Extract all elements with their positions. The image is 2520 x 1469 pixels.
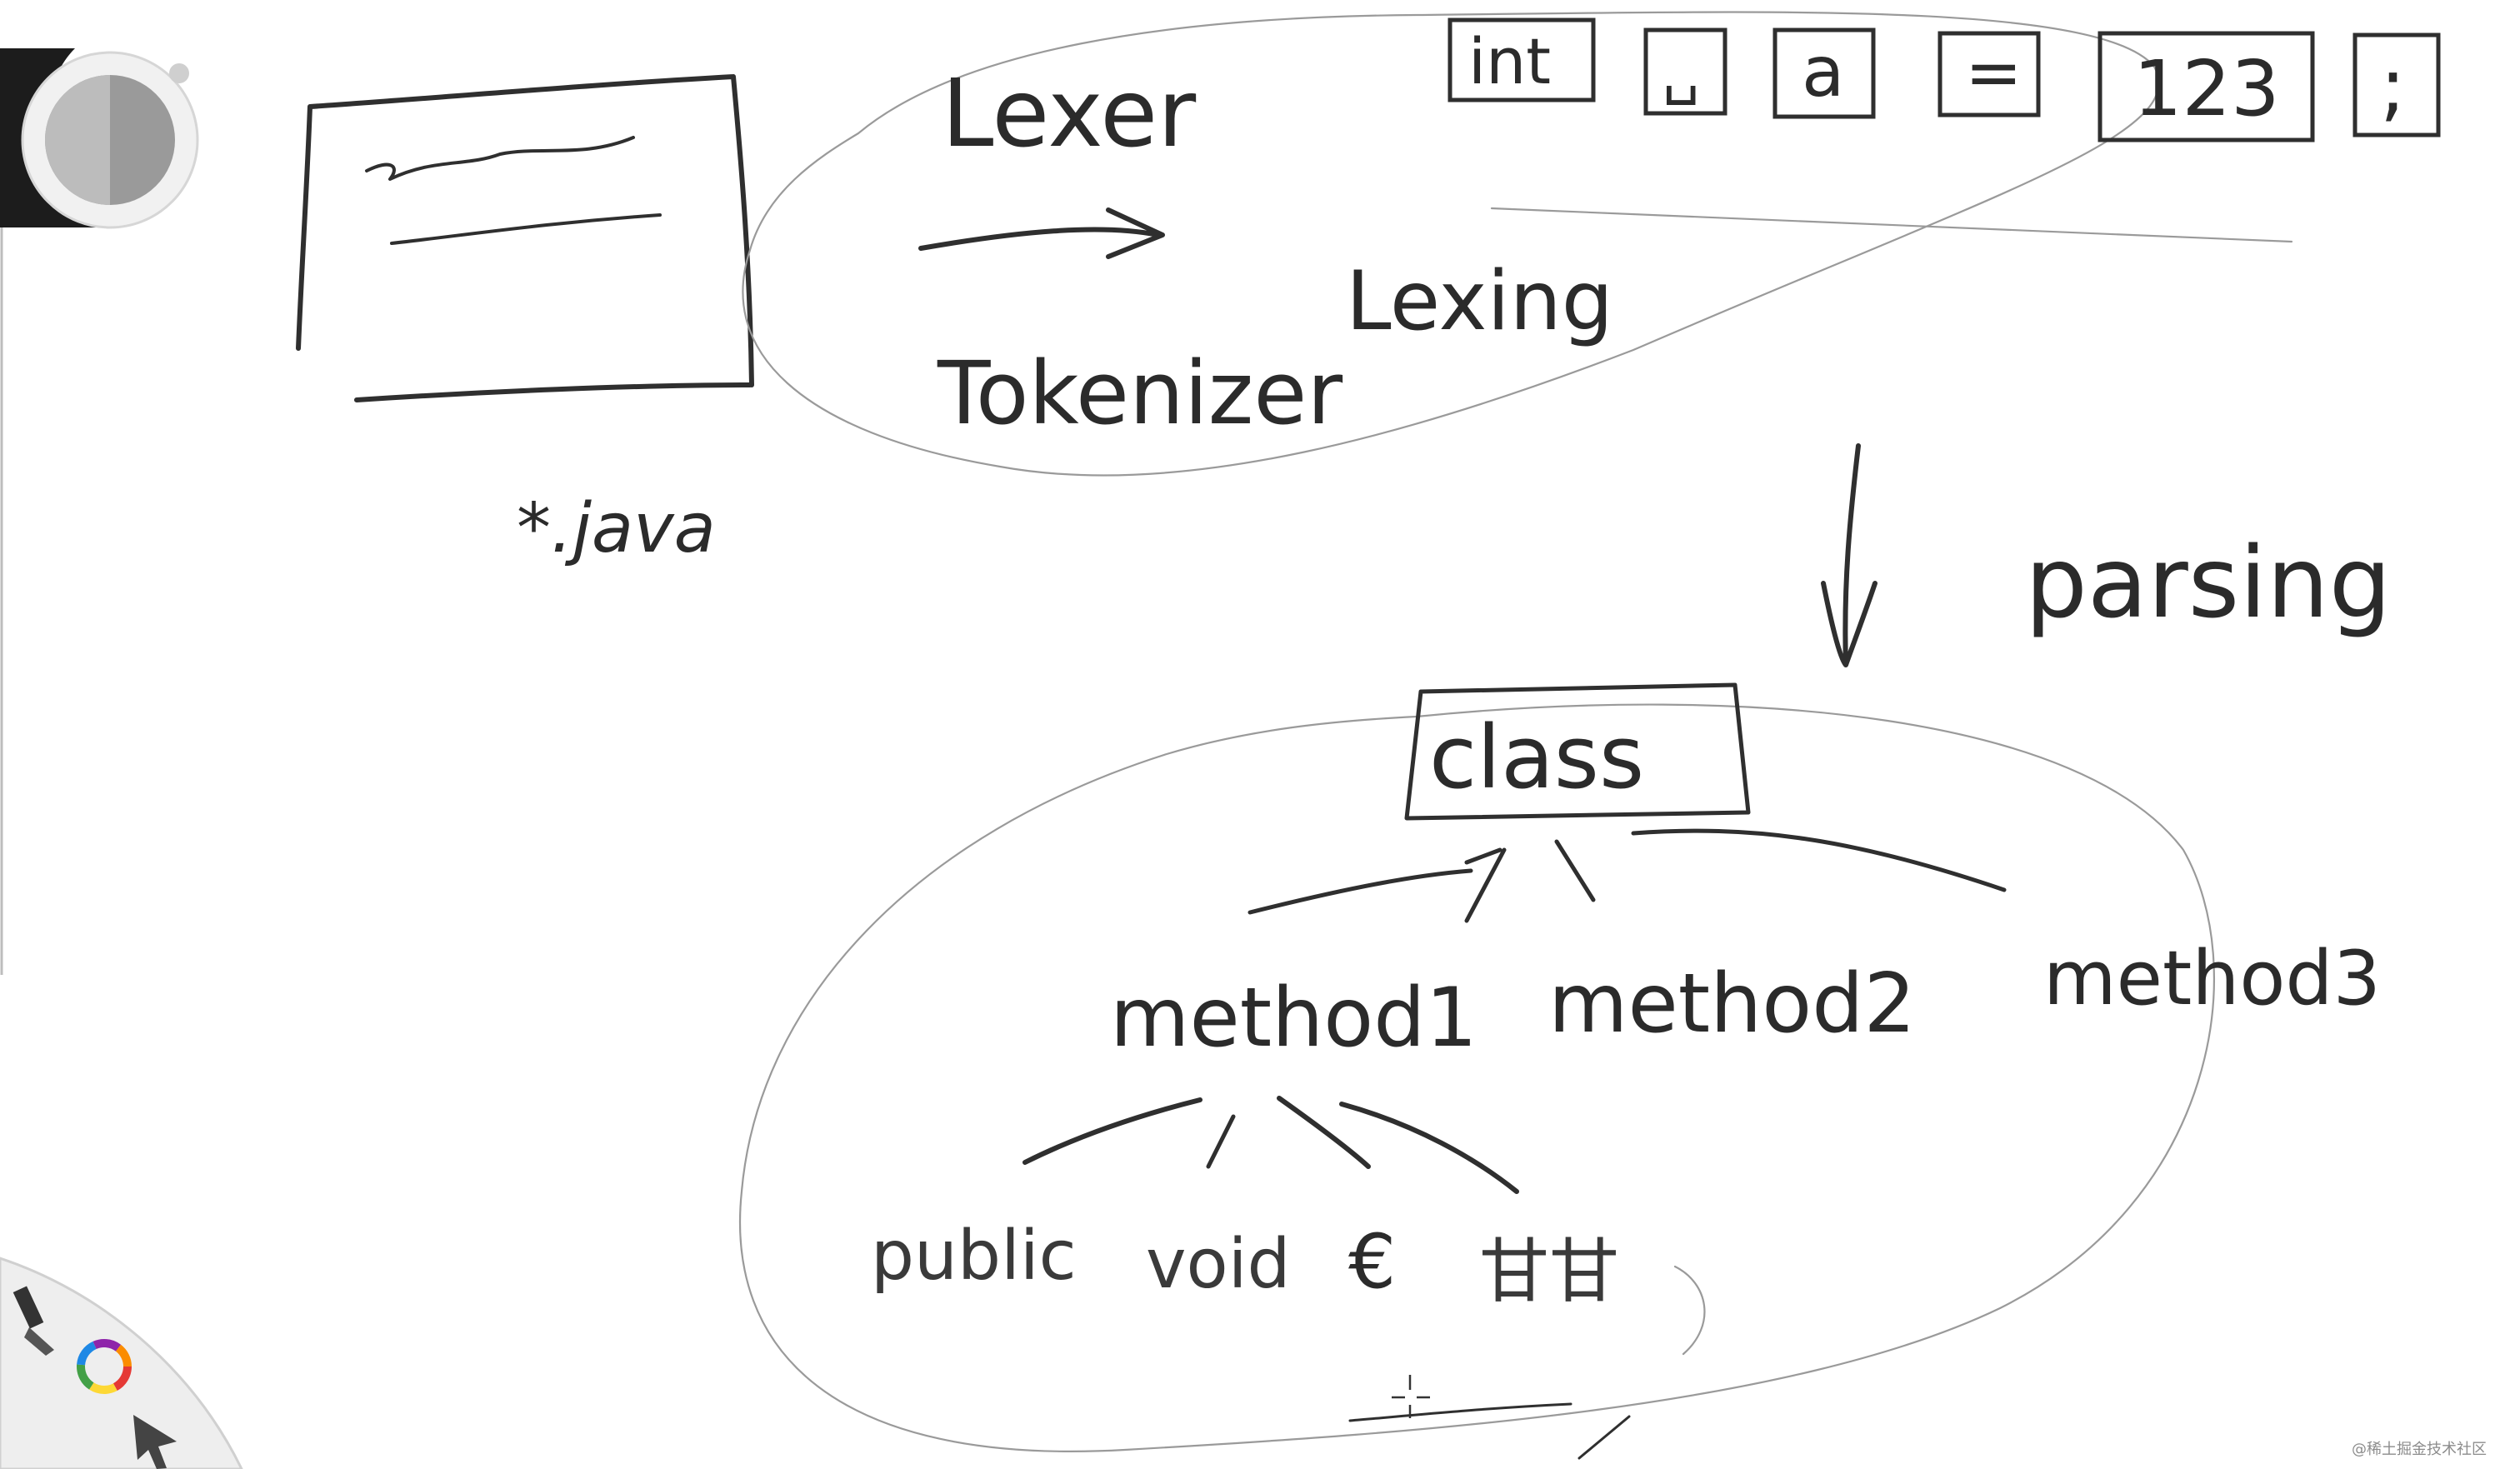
ast-ellipse xyxy=(738,703,2215,1452)
tool-dock xyxy=(0,1257,243,1469)
class-to-method-edges xyxy=(1248,828,2007,923)
svg-text:=: = xyxy=(1965,33,2022,112)
token-box-equals: = xyxy=(1938,31,2041,117)
svg-text:;: ; xyxy=(2380,42,2406,131)
child-node-method-name: € xyxy=(1348,1218,1396,1306)
method-node-3: method3 xyxy=(2043,935,2381,1022)
tool-dock-panel xyxy=(0,1257,243,1469)
brush-tool-icon[interactable] xyxy=(12,1286,54,1356)
method1-child-edges xyxy=(1022,1096,1519,1194)
svg-text:a: a xyxy=(1802,31,1844,112)
watermark: @稀土掘金技术社区 xyxy=(2352,1441,2487,1458)
selection-arrow-icon[interactable] xyxy=(133,1415,177,1469)
method-node-2: method2 xyxy=(1548,957,1916,1052)
palette-dark-tab xyxy=(0,48,100,227)
source-file-sketch xyxy=(296,74,754,402)
svg-text:123: 123 xyxy=(2133,44,2280,133)
parsing-label: parsing xyxy=(2025,525,2392,640)
bottom-stroke-1 xyxy=(1348,1402,1572,1422)
token-box-semicolon: ; xyxy=(2352,32,2441,137)
params-bracket xyxy=(1673,1265,1706,1356)
palette-dot-icon xyxy=(169,63,189,83)
svg-text:␣: ␣ xyxy=(1662,37,1699,106)
brush-preview-shade xyxy=(45,75,110,205)
lexing-label: Lexing xyxy=(1346,254,1613,349)
source-file-label: *.java xyxy=(517,489,716,568)
bottom-stroke-2 xyxy=(1578,1415,1631,1460)
token-list: int ␣ a = 123 ; xyxy=(1448,17,2441,142)
lexer-arrow xyxy=(918,207,1165,259)
svg-text:class: class xyxy=(1429,707,1644,808)
lexer-label: Lexer xyxy=(942,60,1197,168)
tokenizer-label: Tokenizer xyxy=(937,342,1342,444)
lexer-ellipse xyxy=(742,11,2160,477)
token-box-123: 123 xyxy=(2098,31,2315,142)
child-node-params: 甘甘 xyxy=(1479,1231,1619,1312)
parsing-arrow xyxy=(1821,443,1878,667)
token-box-a: a xyxy=(1772,27,1876,119)
method-node-1: method1 xyxy=(1110,971,1478,1066)
brush-palette-widget[interactable] xyxy=(0,48,200,240)
root-node-class: class xyxy=(1404,682,1751,821)
token-box-int: int xyxy=(1448,17,1596,102)
crosshair-cursor-icon xyxy=(1392,1375,1430,1418)
token-box-space: ␣ xyxy=(1643,27,1728,116)
child-node-public: public xyxy=(871,1217,1077,1296)
svg-text:int: int xyxy=(1468,24,1551,98)
token-underline xyxy=(1490,207,2293,243)
color-wheel-icon[interactable] xyxy=(77,1339,132,1394)
child-node-void: void xyxy=(1146,1225,1291,1304)
